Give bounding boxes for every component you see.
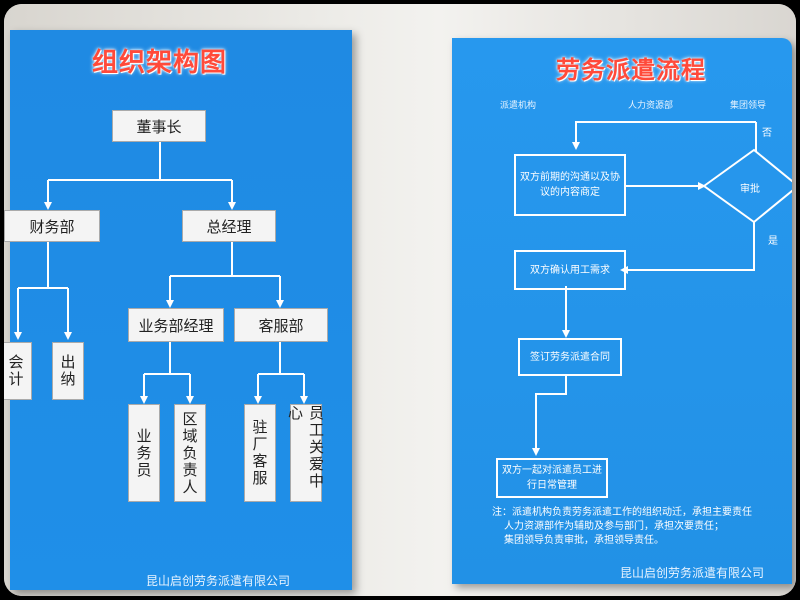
column-header-group: 集团领导 (730, 101, 767, 111)
node-business-manager: 业务部经理 (128, 308, 224, 342)
step-negotiate: 双方前期的沟通以及协议的内容商定 (514, 154, 626, 216)
org-chart-footer: 昆山启创劳务派遣有限公司 (146, 574, 291, 588)
decision-yes-label: 是 (768, 236, 778, 247)
photo: 组织架构图 (4, 4, 796, 596)
org-chart-connectors (14, 142, 308, 404)
step-joint-management: 双方一起对派遣员工进行日常管理 (496, 458, 608, 498)
node-accounting: 会计 (4, 342, 32, 400)
process-flow-board: 劳务派遣流程 派遣机构 人力资源部 集团领导 (452, 38, 792, 584)
node-employee-care: 员工关爱中心 (286, 404, 325, 502)
note-line: 注：派遣机构负责劳务派遣工作的组织动迁，承担主要责任 (492, 507, 752, 518)
node-onsite-service: 驻厂客服 (244, 404, 276, 502)
process-flow-footer: 昆山启创劳务派遣有限公司 (620, 566, 765, 580)
decision-no-label: 否 (762, 128, 772, 139)
column-header-agency: 派遣机构 (500, 101, 537, 111)
node-cashier: 出纳 (52, 342, 84, 400)
flow-connectors (532, 121, 792, 456)
node-finance: 财务部 (4, 210, 100, 242)
node-sales: 业务员 (128, 404, 160, 502)
decision-approve: 审批 (740, 184, 760, 195)
org-chart-title: 组织架构图 (92, 48, 228, 78)
column-header-hr: 人力资源部 (628, 101, 674, 111)
node-general-manager: 总经理 (182, 210, 276, 242)
step-confirm-demand: 双方确认用工需求 (514, 250, 626, 290)
note-line: 人力资源部作为辅助及参与部门，承担次要责任； (504, 521, 724, 532)
org-chart-board: 组织架构图 (4, 30, 352, 590)
node-customer-service: 客服部 (234, 308, 328, 342)
node-region-head: 区域负责人 (174, 404, 206, 502)
flow-note: 注：派遣机构负责劳务派遣工作的组织动迁，承担主要责任 人力资源部作为辅助及参与部… (492, 506, 782, 548)
step-sign-contract: 签订劳务派遣合同 (518, 338, 622, 376)
note-line: 集团领导负责审批，承担领导责任。 (504, 535, 664, 546)
node-chairman: 董事长 (112, 110, 206, 142)
process-flow-title: 劳务派遣流程 (556, 55, 706, 84)
